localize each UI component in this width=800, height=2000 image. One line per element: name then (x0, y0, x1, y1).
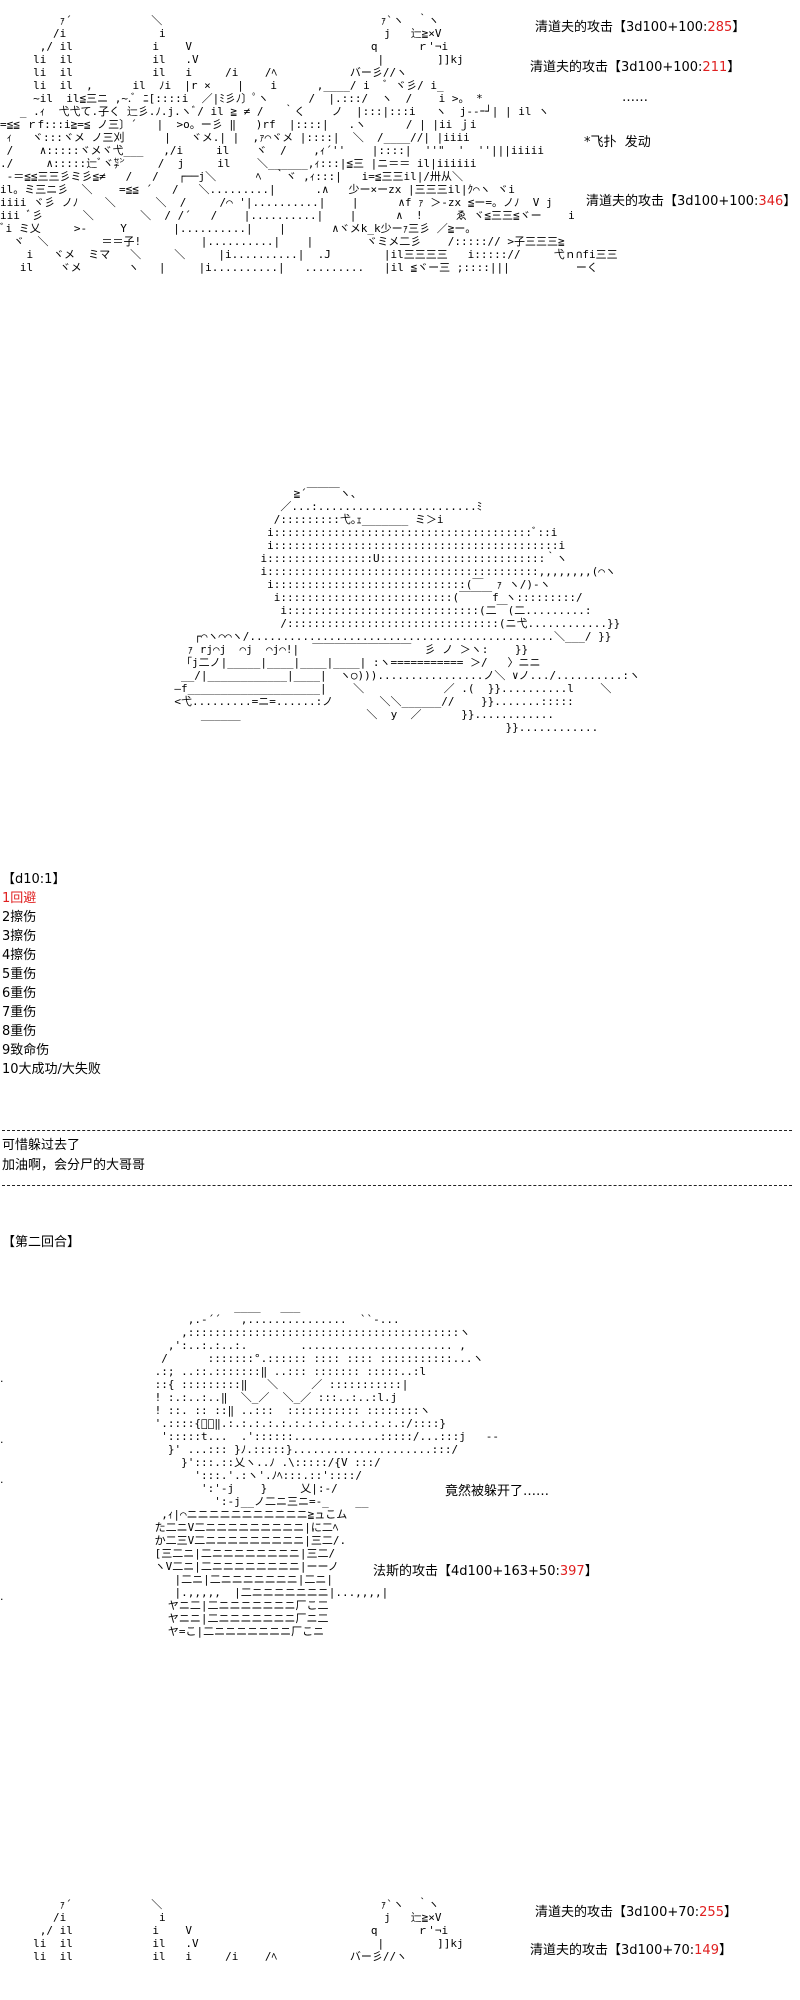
comment-line-2: 加油啊，会分尸的大哥哥 (2, 1158, 146, 1173)
roll-close: 】 (718, 1943, 732, 1958)
ascii-art-faas: ____ ___ ,.-´´ ,............... ``-... ,… (154, 1300, 499, 1638)
dialogue-dodged: 竟然被躲开了…… (445, 1484, 550, 1499)
list-item: 5重伤 (2, 967, 37, 982)
margin-dot: . (0, 1372, 4, 1385)
ellipsis-text: …… (622, 90, 648, 105)
list-item: 9致命伤 (2, 1043, 50, 1058)
skill-name: *飞扑 (584, 135, 617, 150)
scavenger-attack-roll-3: 清道夫的攻击【3d100+100:346】 (586, 190, 796, 209)
roll-value: 397 (559, 1564, 585, 1579)
margin-dot: . (0, 1590, 4, 1603)
roll-close: 】 (584, 1564, 598, 1579)
faas-attack-roll: 法斯的攻击【4d100+163+50:397】 (373, 1560, 598, 1579)
scavenger-attack-roll-4: 清道夫的攻击【3d100+70:255】 (535, 1901, 737, 1920)
roll-value: 211 (702, 60, 728, 75)
comment-line-1: 可惜躲过去了 (2, 1138, 81, 1153)
list-item: 8重伤 (2, 1024, 37, 1039)
roll-close: 】 (723, 1905, 737, 1920)
list-item: 7重伤 (2, 1005, 37, 1020)
margin-dot: . (0, 1433, 4, 1446)
list-item: 3擦伤 (2, 929, 37, 944)
roll-close: 】 (727, 60, 741, 75)
roll-label: 清道夫的攻击【3d100+100: (530, 60, 703, 75)
ascii-art-battle-bottom: ｧ´ ＼ ｧ`ヽ ｀ヽ /i i j 辷≧×V ,/ il i V q ｒ'¬i… (33, 1898, 464, 1963)
scavenger-attack-roll-2: 清道夫的攻击【3d100+100:211】 (530, 56, 740, 75)
roll-close: 】 (783, 194, 797, 209)
margin-dot: . (0, 1473, 4, 1486)
scavenger-attack-roll-1: 清道夫的攻击【3d100+100:285】 (535, 16, 745, 35)
roll-value: 285 (707, 20, 733, 35)
separator-top (2, 1130, 792, 1131)
roll-label: 清道夫的攻击【3d100+70: (535, 1905, 700, 1920)
d10-result-list: 1回避 2擦伤 3擦伤 4擦伤 5重伤 6重伤 7重伤 8重伤 9致命伤 10大… (2, 889, 101, 1079)
d10-header: 【d10:1】 (2, 872, 66, 887)
roll-label: 法斯的攻击【4d100+163+50: (373, 1564, 560, 1579)
roll-label: 清道夫的攻击【3d100+70: (530, 1943, 695, 1958)
ascii-art-battle-top: ｧ´ ＼ ｧ`ヽ ｀ヽ /i i j 辷≧×V ,/ il i V q ｒ'¬i… (0, 14, 618, 274)
skill-activation: *飞扑 发动 (584, 131, 651, 150)
list-item: 6重伤 (2, 986, 37, 1001)
list-item: 1回避 (2, 891, 37, 906)
list-item: 10大成功/大失败 (2, 1062, 101, 1077)
separator-bottom (2, 1185, 792, 1186)
roll-value: 149 (694, 1943, 719, 1958)
roll-label: 清道夫的攻击【3d100+100: (535, 20, 708, 35)
ascii-art-character-dodge: ≧´￣￣￣ヽ、 ／...:........................ﾐ /… (174, 487, 640, 734)
round-title: 【第二回合】 (2, 1235, 81, 1250)
skill-action: 发动 (624, 135, 651, 150)
list-item: 4擦伤 (2, 948, 37, 963)
roll-label: 清道夫的攻击【3d100+100: (586, 194, 759, 209)
scavenger-attack-roll-5: 清道夫的攻击【3d100+70:149】 (530, 1939, 732, 1958)
list-item: 2擦伤 (2, 910, 37, 925)
roll-close: 】 (732, 20, 746, 35)
roll-value: 346 (758, 194, 784, 209)
roll-value: 255 (699, 1905, 724, 1920)
